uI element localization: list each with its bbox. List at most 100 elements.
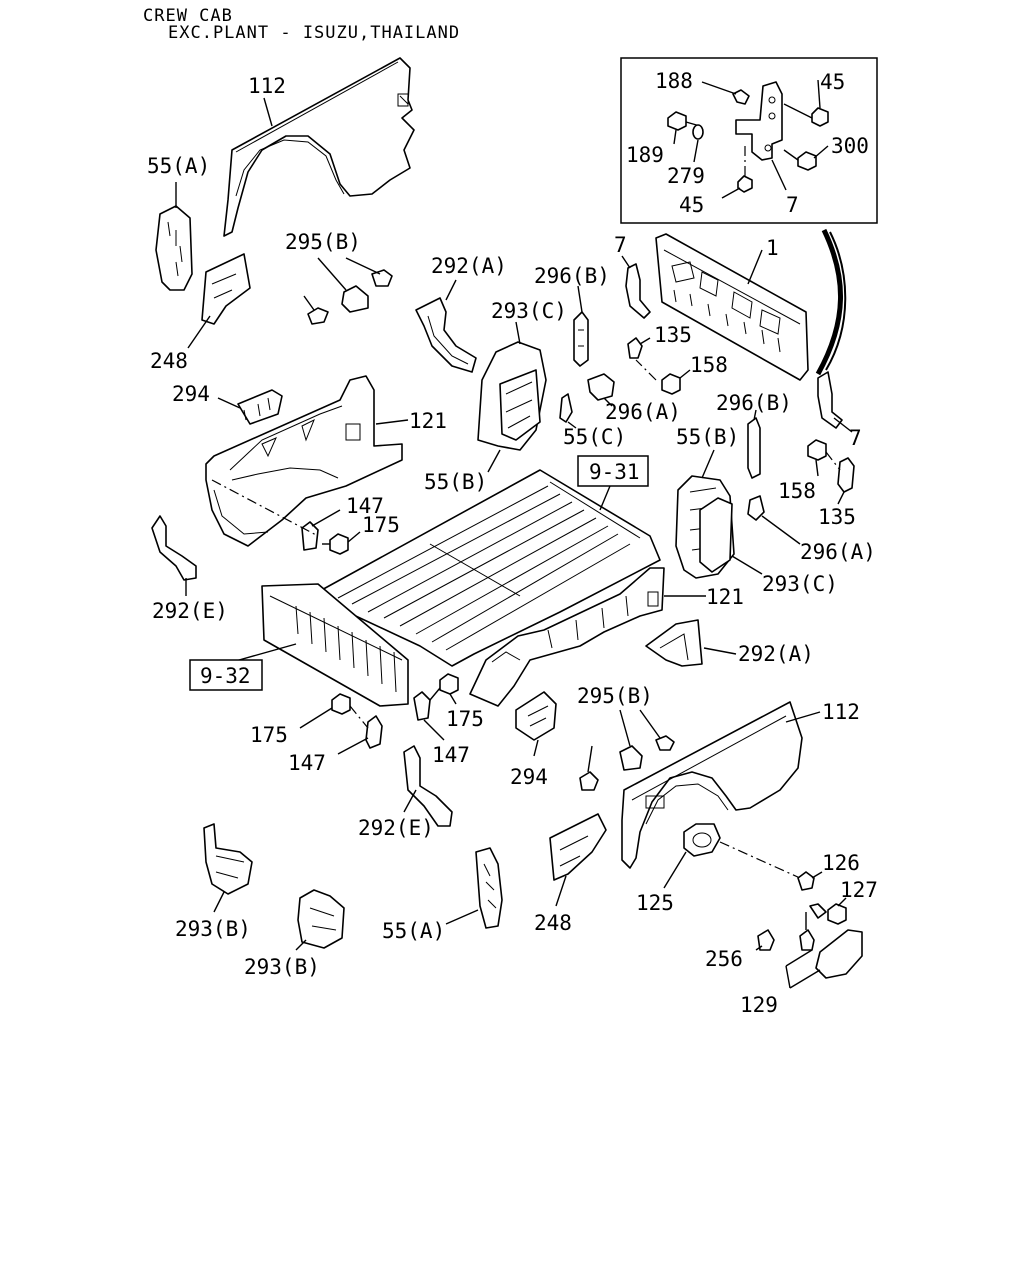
- bracket-293b-2: [295, 889, 345, 951]
- label-126: 126: [822, 851, 860, 875]
- bracket-296b-upper: [573, 285, 589, 367]
- header-title: CREW CAB: [143, 6, 233, 26]
- ref-box-9-32: 9-32: [189, 659, 263, 691]
- bracket-294-lower: [515, 691, 557, 757]
- label-248-lower: 248: [534, 911, 572, 935]
- fasteners-158-135-right: [807, 439, 855, 505]
- label-129: 129: [740, 993, 778, 1017]
- label-296a-upper: 296(A): [605, 400, 681, 424]
- label-292a-right: 292(A): [738, 642, 814, 666]
- brace-292a-right: [645, 619, 737, 667]
- header-subtitle: EXC.PLANT - ISUZU,THAILAND: [168, 23, 460, 43]
- bumper-295b-upper: [303, 257, 393, 325]
- bracket-294-upper: [217, 389, 283, 425]
- label-296b-upper: 296(B): [534, 264, 610, 288]
- label-293b-1: 293(B): [175, 917, 251, 941]
- label-121-mid: 121: [706, 585, 744, 609]
- inner-panel-121-right: [469, 567, 706, 707]
- label-55a-upper: 55(A): [147, 154, 210, 178]
- label-294-lower: 294: [510, 765, 548, 789]
- label-295b-lower: 295(B): [577, 684, 653, 708]
- fastener-147-175-upper: [211, 479, 361, 555]
- label-7-inset: 7: [786, 193, 799, 217]
- label-121-upper: 121: [409, 409, 447, 433]
- label-189: 189: [626, 143, 664, 167]
- label-158-right: 158: [778, 479, 816, 503]
- bolt-300: [783, 149, 817, 171]
- bracket-293c-upper: [477, 321, 547, 451]
- bolt-45-lower: [737, 146, 753, 193]
- label-112-lower: 112: [822, 700, 860, 724]
- hinge-7-upper: [621, 255, 651, 319]
- label-248-upper: 248: [150, 349, 188, 373]
- label-55b-right: 55(B): [676, 425, 739, 449]
- tailgate-1: [655, 228, 847, 381]
- label-147-bot: 147: [288, 751, 326, 775]
- hinge-bracket: [735, 81, 783, 161]
- fastener-175-147-bot: [299, 693, 383, 755]
- brace-292e-lower: [403, 745, 453, 827]
- label-175-bot: 175: [250, 723, 288, 747]
- fender-112-right: [621, 701, 821, 889]
- brace-292e-upper: [151, 515, 197, 596]
- clip-188: [732, 89, 750, 105]
- label-293c-right: 293(C): [762, 572, 838, 596]
- bracket-55a-lower: [445, 847, 503, 929]
- clip-256: [755, 929, 775, 951]
- label-292e-upper: 292(E): [152, 599, 228, 623]
- label-135-upper: 135: [654, 323, 692, 347]
- label-293b-2: 293(B): [244, 955, 320, 979]
- bracket-55b-293c-right: [675, 449, 763, 579]
- bracket-248-upper: [187, 253, 251, 349]
- fuel-lid-129: [785, 912, 863, 989]
- inset-frame: [620, 57, 878, 224]
- inner-panel-121-left: [205, 375, 409, 547]
- bracket-296a-right: [747, 495, 801, 545]
- label-135-right: 135: [818, 505, 856, 529]
- fender-112-left: [223, 57, 415, 237]
- washer-279: [692, 124, 704, 140]
- label-1: 1: [766, 236, 779, 260]
- bed-floor: [317, 469, 661, 667]
- bolt-126: [797, 871, 823, 891]
- label-147-mid: 147: [432, 743, 470, 767]
- bracket-55a-upper: [155, 182, 193, 291]
- label-279: 279: [667, 164, 705, 188]
- label-300: 300: [831, 134, 869, 158]
- label-7-upper: 7: [614, 233, 627, 257]
- label-293c-upper: 293(C): [491, 299, 567, 323]
- label-175-mid: 175: [446, 707, 484, 731]
- bracket-55c: [559, 393, 577, 429]
- label-296b-right: 296(B): [716, 391, 792, 415]
- brace-292a-upper: [415, 279, 477, 373]
- label-45-upper: 45: [820, 70, 845, 94]
- bracket-293b-1: [203, 823, 253, 913]
- label-127: 127: [840, 878, 878, 902]
- label-55a-lower: 55(A): [382, 919, 445, 943]
- bolt-135-upper: [627, 337, 651, 359]
- bracket-296a-upper: [587, 373, 615, 407]
- bracket-296b-right: [747, 409, 761, 479]
- label-292a-upper: 292(A): [431, 254, 507, 278]
- bolt-189: [667, 111, 701, 131]
- label-256: 256: [705, 947, 743, 971]
- label-7-right: 7: [849, 426, 862, 450]
- ref-9-31: 9-31: [589, 460, 640, 484]
- label-292e-lower: 292(E): [358, 816, 434, 840]
- label-294-upper: 294: [172, 382, 210, 406]
- hinge-7-right: [817, 371, 853, 433]
- label-296a-right: 296(A): [800, 540, 876, 564]
- label-55b-left: 55(B): [424, 470, 487, 494]
- rear-panel: [231, 583, 409, 707]
- label-112-top: 112: [248, 74, 286, 98]
- bolt-127: [809, 897, 847, 925]
- label-295b-upper: 295(B): [285, 230, 361, 254]
- label-147-upper: 147: [346, 494, 384, 518]
- inset-detail: 188 45 300 189 279 45 7: [620, 57, 878, 224]
- label-188: 188: [655, 69, 693, 93]
- fastener-175-147-mid: [413, 673, 459, 741]
- ref-9-32: 9-32: [200, 664, 251, 688]
- bolt-45-upper: [783, 103, 829, 127]
- label-158-upper: 158: [690, 353, 728, 377]
